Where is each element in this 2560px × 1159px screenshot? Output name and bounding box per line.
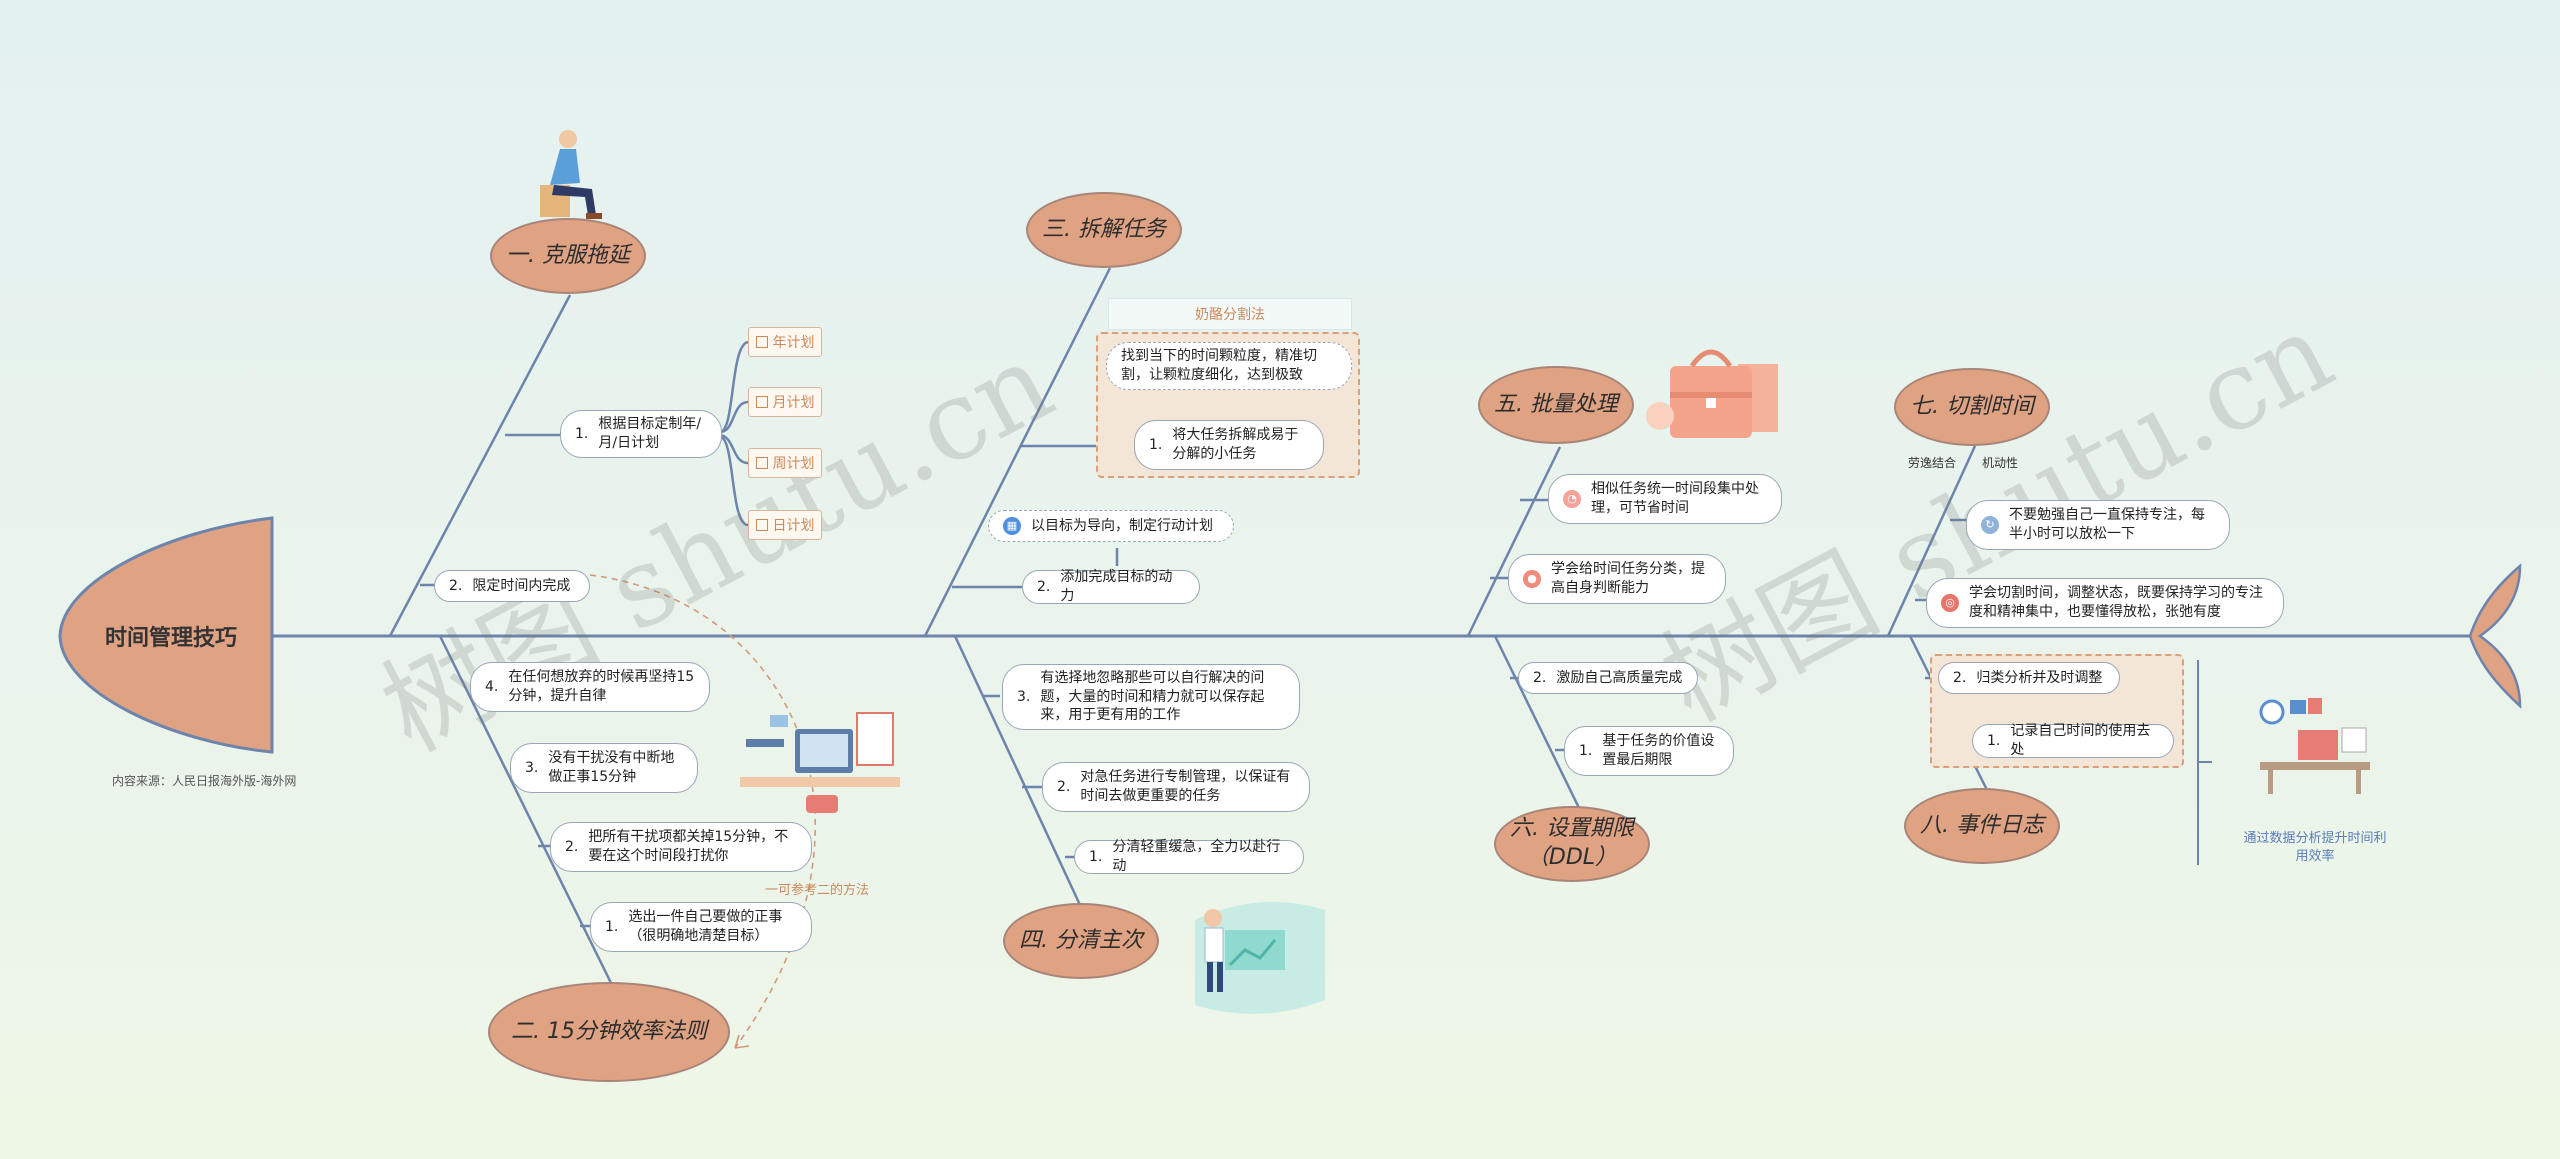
source-note: 内容来源：人民日报海外版-海外网	[112, 774, 297, 788]
plan-day[interactable]: 日计划	[748, 510, 822, 540]
c3-method-title: 奶酪分割法	[1108, 298, 1352, 330]
c3-item-1[interactable]: 1.将大任务拆解成易于分解的小任务	[1134, 420, 1324, 470]
plan-year[interactable]: 年计划	[748, 327, 822, 357]
c1-plan-node[interactable]: 1.根据目标定制年/月/日计划	[560, 410, 722, 458]
category-c3[interactable]: 三. 拆解任务	[1026, 192, 1182, 268]
c6-item-2[interactable]: 2.激励自己高质量完成	[1518, 662, 1698, 694]
thinking-person-illustration	[540, 130, 602, 219]
c8-item-1[interactable]: 1.记录自己时间的使用去处	[1972, 723, 2174, 758]
c2-reference-note: 一可参考二的方法	[765, 883, 870, 898]
bag-illustration	[1646, 349, 1778, 438]
c2-item-1[interactable]: 1.选出一件自己要做的正事（很明确地清楚目标）	[590, 902, 812, 952]
c3-item-2[interactable]: 2.添加完成目标的动力	[1022, 569, 1200, 604]
c2-item-2[interactable]: 2.把所有干扰项都关掉15分钟，不要在这个时间段打扰你	[550, 822, 812, 872]
c6-item-1[interactable]: 1.基于任务的价值设置最后期限	[1564, 726, 1734, 776]
desk-illustration	[740, 712, 900, 813]
fish-tail	[2468, 563, 2522, 709]
c4-item-1[interactable]: 1.分清轻重缓急，全力以赴行动	[1074, 839, 1304, 874]
category-c1[interactable]: 一. 克服拖延	[490, 218, 646, 294]
calendar-icon: ▦	[1003, 517, 1021, 535]
category-c7[interactable]: 七. 切割时间	[1894, 368, 2050, 446]
c3-method-detail[interactable]: 找到当下的时间颗粒度，精准切割，让颗粒度细化，达到极致	[1106, 342, 1352, 390]
bone-c7	[1886, 445, 1977, 637]
c5-item-2[interactable]: ●学会给时间任务分类，提高自身判断能力	[1508, 554, 1726, 604]
category-c6[interactable]: 六. 设置期限（DDL）	[1494, 806, 1650, 882]
analytics-illustration	[1195, 902, 1325, 1014]
category-c4[interactable]: 四. 分清主次	[1003, 903, 1159, 979]
c4-item-2[interactable]: 2.对急任务进行专制管理，以保证有时间去做更重要的任务	[1042, 762, 1310, 812]
category-c2[interactable]: 二. 15分钟效率法则	[488, 982, 730, 1082]
category-c8[interactable]: 八. 事件日志	[1904, 788, 2060, 864]
c8-caption: 通过数据分析提升时间利用效率	[2243, 831, 2387, 865]
c7-tag-rest: 劳逸结合	[1908, 456, 1957, 470]
bone-c6	[1493, 635, 1582, 811]
c3-goal-node[interactable]: ▦以目标为导向，制定行动计划	[988, 510, 1234, 542]
c2-item-3[interactable]: 3.没有干扰没有中断地做正事15分钟	[510, 743, 698, 793]
c1-limit-node[interactable]: 2.限定时间内完成	[434, 570, 590, 602]
c7-item-1[interactable]: ↻不要勉强自己一直保持专注，每半小时可以放松一下	[1966, 500, 2230, 550]
bone-c4	[953, 635, 1082, 906]
c2-item-4[interactable]: 4.在任何想放弃的时候再坚持15分钟，提升自律	[470, 662, 710, 712]
bone-c5	[1466, 446, 1562, 637]
target-icon: ◎	[1941, 594, 1959, 612]
bone-c3	[923, 267, 1112, 637]
user-icon: ●	[1523, 570, 1541, 588]
fish-head	[58, 516, 274, 754]
refresh-icon: ↻	[1981, 516, 1999, 534]
plan-month[interactable]: 月计划	[748, 387, 822, 417]
workdesk-illustration	[2259, 698, 2370, 794]
c7-item-2[interactable]: ◎学会切割时间，调整状态，既要保持学习的专注度和精神集中，也要懂得放松，张弛有度	[1926, 578, 2284, 628]
c5-item-1[interactable]: ◔相似任务统一时间段集中处理，可节省时间	[1548, 474, 1782, 524]
bone-c1	[388, 294, 572, 637]
diagram-title: 时间管理技巧	[105, 626, 238, 651]
category-c5[interactable]: 五. 批量处理	[1478, 366, 1634, 444]
c7-tag-flex: 机动性	[1982, 456, 2019, 470]
plan-week[interactable]: 周计划	[748, 448, 822, 478]
clock-icon: ◔	[1563, 490, 1581, 508]
c4-item-3[interactable]: 3.有选择地忽略那些可以自行解决的问题，大量的时间和精力就可以保存起来，用于更有…	[1002, 664, 1300, 730]
c8-item-2[interactable]: 2.归类分析并及时调整	[1938, 662, 2120, 694]
